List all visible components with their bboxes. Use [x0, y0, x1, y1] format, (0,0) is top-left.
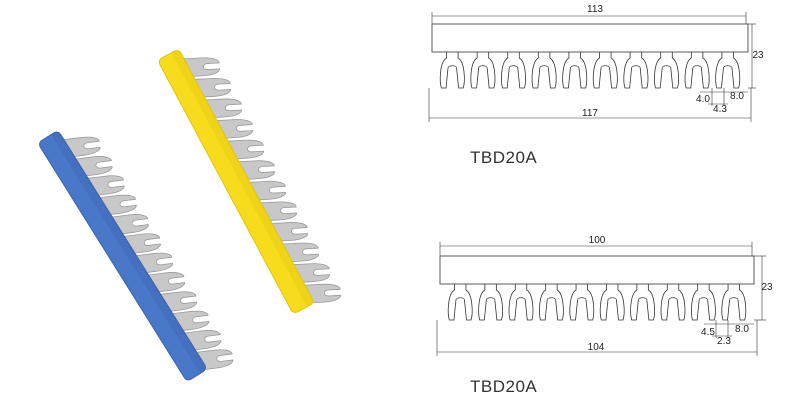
fork-outline: [508, 284, 534, 321]
dim-bottom-length: 104: [588, 342, 605, 353]
dim-top-length: 100: [589, 235, 606, 246]
fork-outline: [660, 284, 686, 321]
fork-terminal: [303, 283, 341, 304]
fork-shape: [292, 263, 330, 284]
dim-slot: 4.3: [713, 104, 727, 115]
strip-bar-shade: [52, 131, 206, 372]
bar-outline: [431, 23, 749, 53]
fork-terminal: [259, 201, 297, 222]
fork-terminal: [292, 263, 330, 284]
fork-outline: [439, 52, 465, 89]
dim-height: 23: [761, 282, 773, 293]
fork-shape: [248, 180, 286, 201]
dim-slot: 2.3: [717, 336, 731, 347]
drawing-2-outline: [436, 242, 766, 356]
fork-shape: [182, 57, 220, 78]
model-label: TBD20A: [470, 377, 538, 396]
fork-outline: [715, 52, 741, 89]
fork-terminal: [193, 77, 231, 98]
bar-outline: [439, 255, 755, 285]
fork-terminal: [204, 98, 242, 119]
dim-fork-width: 4.0: [696, 94, 710, 105]
drawing-1-outline: [428, 12, 756, 122]
fork-shape: [270, 222, 308, 242]
dim-height: 23: [752, 50, 764, 61]
strip-bar-body: [39, 131, 206, 381]
fork-outline: [531, 52, 557, 89]
fork-outline: [684, 52, 710, 89]
product-photo: [39, 50, 341, 381]
fork-outline: [478, 284, 503, 321]
fork-outline: [447, 284, 473, 321]
fork-outline: [562, 52, 588, 89]
fork-terminal: [270, 222, 308, 242]
fork-shape: [215, 119, 253, 140]
dimension-drawing-2: 100 23 4.5 8.0 2.3 104: [436, 235, 773, 356]
dim-pitch: 8.0: [730, 91, 744, 102]
fork-shape: [259, 201, 297, 222]
yellow-terminal-strip: [158, 50, 341, 313]
fork-outline: [501, 52, 526, 89]
dim-fork-width: 4.5: [701, 327, 715, 338]
fork-outline: [630, 284, 655, 321]
fork-outline: [623, 52, 649, 89]
fork-shape: [237, 160, 275, 181]
fork-terminal: [237, 160, 275, 181]
dim-bottom-length: 117: [582, 108, 598, 119]
fork-shape: [303, 283, 341, 304]
fork-outline: [470, 52, 496, 89]
fork-outline: [539, 284, 564, 321]
dim-pitch: 8.0: [735, 324, 749, 335]
fork-shape: [281, 242, 319, 263]
strip-bar: [39, 131, 206, 381]
dim-top-length: 113: [587, 4, 603, 15]
fork-outline: [599, 284, 625, 321]
strip-bar-body: [158, 50, 314, 313]
fork-outline: [654, 52, 679, 89]
fork-terminal: [182, 57, 220, 78]
strip-bar: [158, 50, 314, 313]
blue-terminal-strip: [39, 131, 234, 381]
dimension-drawing-1: 113 23 4.0 8.0 4.3 117: [428, 4, 764, 122]
strip-bar-shade: [172, 50, 314, 306]
fork-outline: [592, 52, 618, 89]
fork-shape: [226, 139, 264, 160]
fork-shape: [204, 98, 242, 119]
fork-terminal: [226, 139, 264, 160]
fork-terminal: [215, 119, 253, 140]
fork-terminal: [281, 242, 319, 263]
fork-outline: [721, 284, 747, 321]
model-label: TBD20A: [470, 148, 538, 167]
fork-terminal: [248, 180, 286, 201]
fork-outline: [691, 284, 716, 321]
fork-outline: [569, 284, 595, 321]
fork-shape: [193, 77, 231, 98]
